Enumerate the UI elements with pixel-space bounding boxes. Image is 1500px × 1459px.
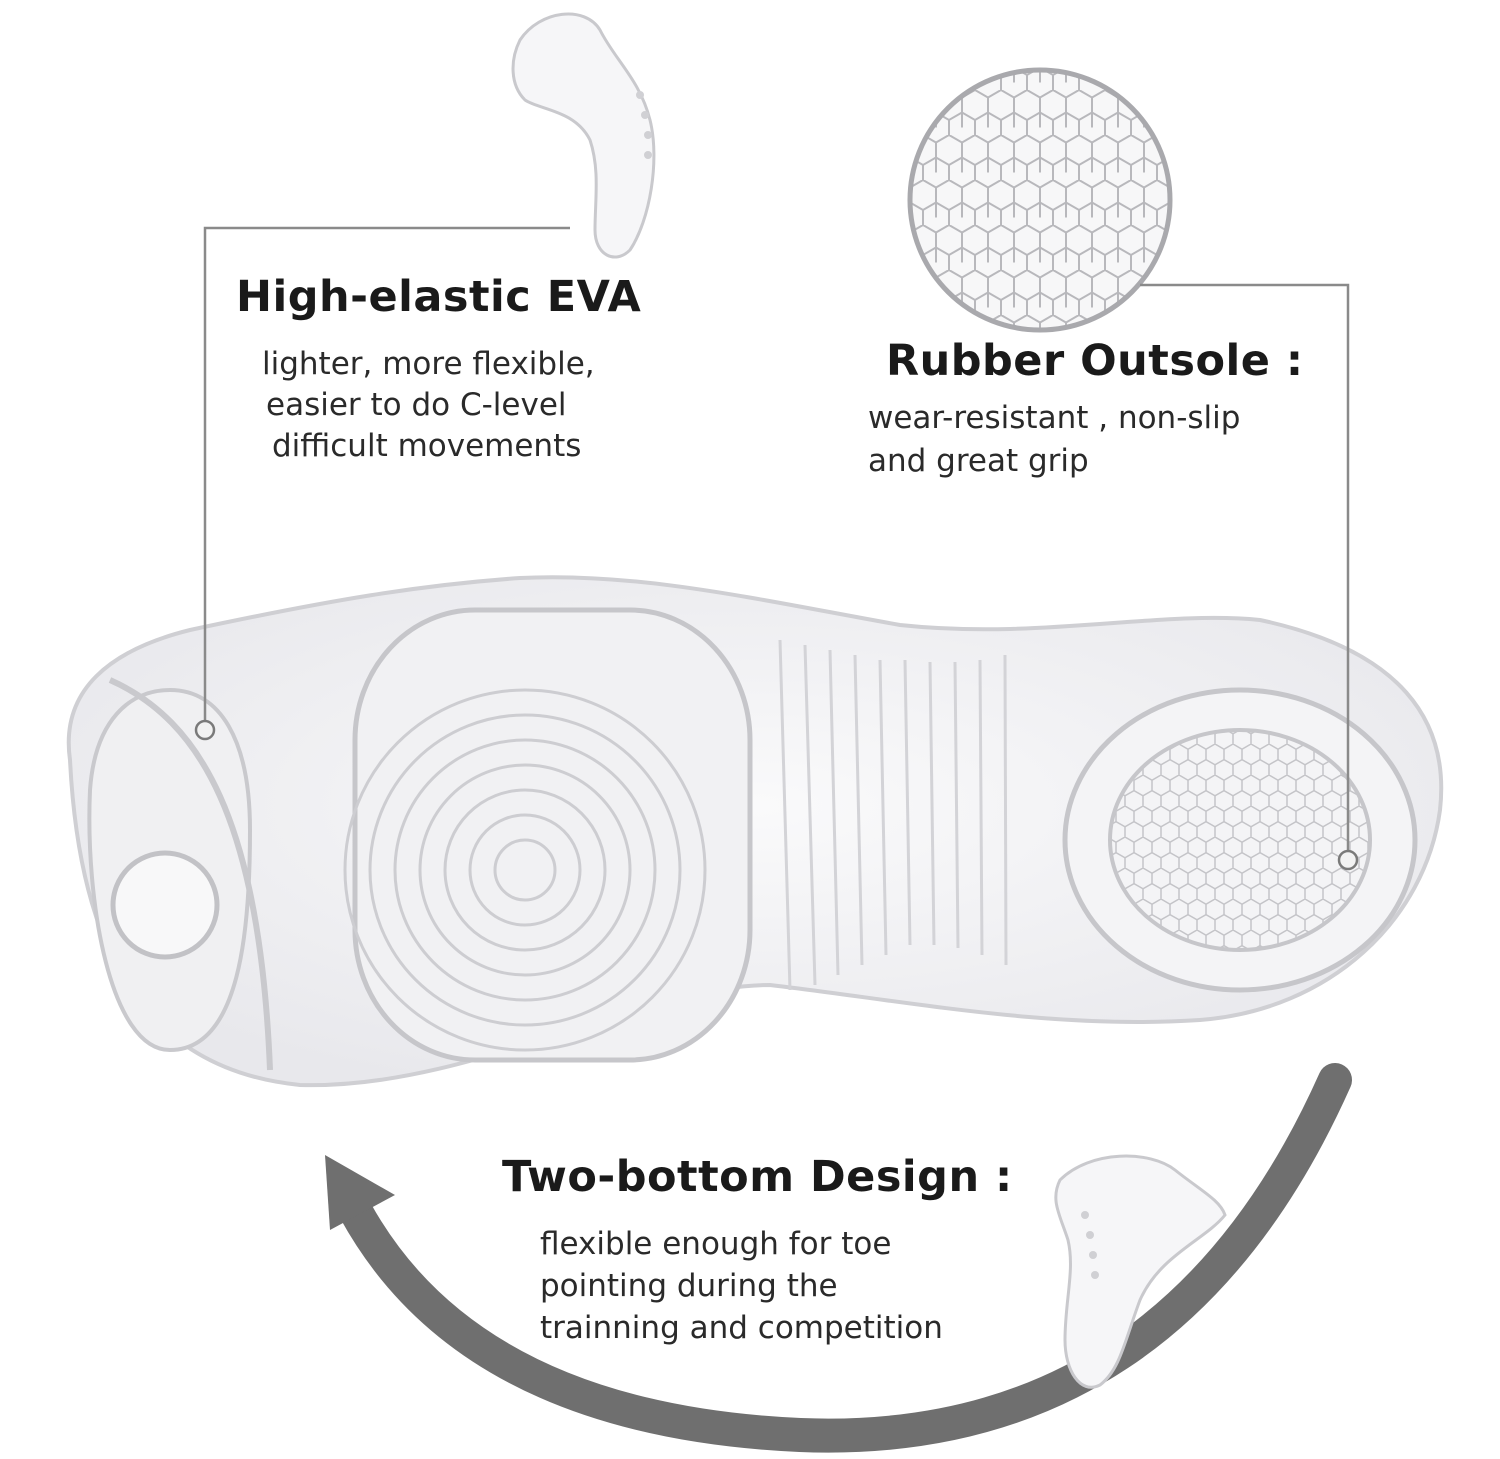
shoe-thumbnail-icon bbox=[511, 12, 656, 259]
rubber-callout-body: wear-resistant , non-slip and great grip bbox=[868, 397, 1240, 483]
shoe-sole-illustration bbox=[66, 575, 1444, 1088]
rubber-callout-title: Rubber Outsole : bbox=[886, 336, 1304, 386]
shoe-thumbnail-icon bbox=[1054, 1154, 1227, 1389]
curved-arrow-icon bbox=[325, 1063, 1352, 1453]
eva-callout-line: lighter, more flexible, bbox=[262, 346, 595, 382]
eva-callout-line: easier to do C-level bbox=[266, 387, 567, 423]
two-bottom-callout-title: Two-bottom Design : bbox=[502, 1152, 1013, 1202]
rubber-marker bbox=[1337, 849, 1359, 871]
eva-callout-line: difficult movements bbox=[272, 428, 582, 464]
eva-callout-title: High-elastic EVA bbox=[236, 272, 642, 322]
hexagon-texture-icon bbox=[907, 67, 1173, 333]
two-bottom-callout-body: flexible enough for toe pointing during … bbox=[540, 1223, 943, 1349]
two-bottom-callout-line: pointing during the bbox=[540, 1268, 838, 1304]
rubber-callout-line: wear-resistant , non-slip bbox=[868, 400, 1241, 436]
eva-marker bbox=[194, 719, 216, 741]
rubber-callout-line: and great grip bbox=[868, 443, 1089, 479]
two-bottom-callout-line: flexible enough for toe bbox=[540, 1226, 892, 1262]
leader-lines bbox=[203, 226, 1350, 858]
eva-callout-body: lighter, more flexible, easier to do C-l… bbox=[262, 344, 595, 467]
two-bottom-callout-line: trainning and competition bbox=[540, 1310, 943, 1346]
